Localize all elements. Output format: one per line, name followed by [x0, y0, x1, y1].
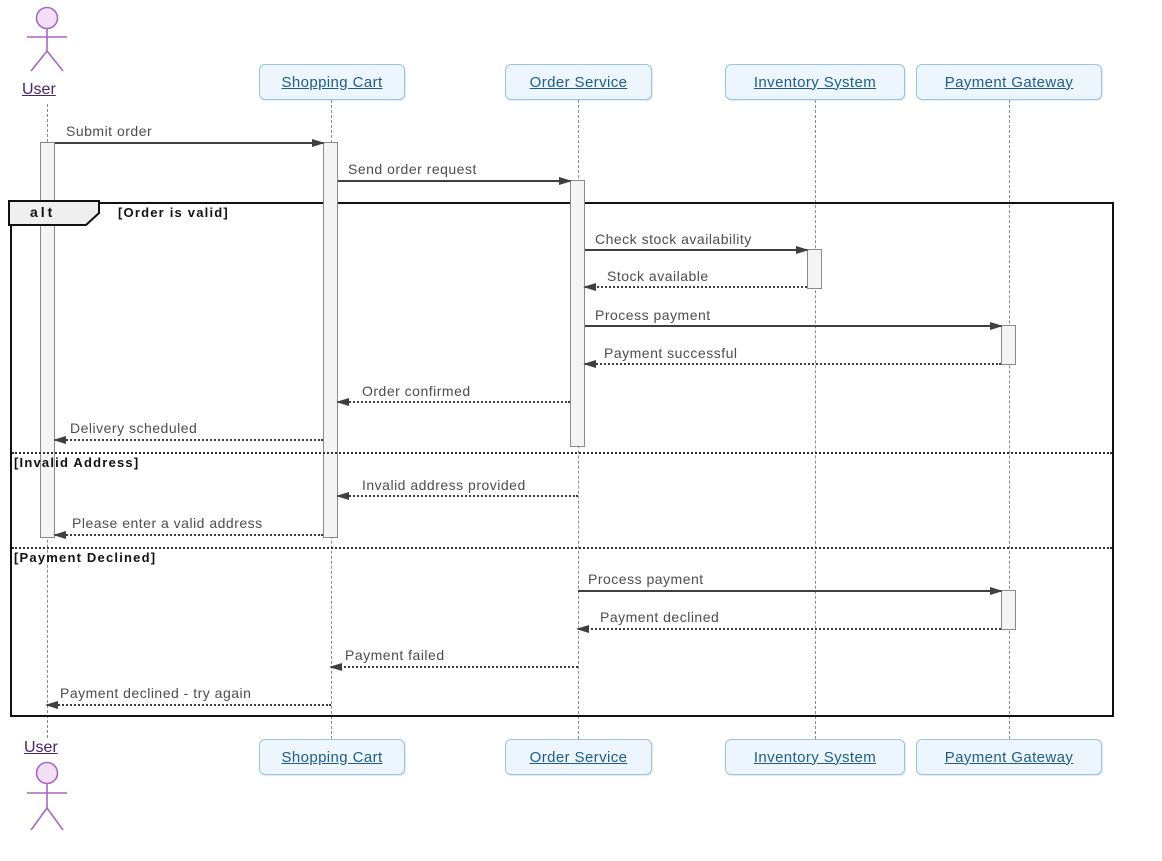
participant-label: Order Service [529, 748, 628, 766]
message-label: Please enter a valid address [72, 515, 263, 531]
arrowhead-icon [796, 246, 809, 254]
divider-line-payment-declined [12, 547, 1112, 549]
arrowhead-icon [576, 625, 589, 633]
arrowhead-icon [45, 701, 58, 709]
participant-label: Shopping Cart [281, 748, 383, 766]
arrowhead-icon [990, 322, 1003, 330]
participant-box-payment-gateway-bottom: Payment Gateway [916, 739, 1102, 775]
message-arrow [576, 625, 1001, 633]
participant-label: Shopping Cart [281, 73, 383, 91]
actor-label-bottom: User [24, 739, 58, 756]
message-label: Order confirmed [362, 383, 471, 399]
guard-label-invalid-address: [Invalid Address] [14, 455, 140, 470]
message-arrow [53, 436, 323, 444]
message-arrow [585, 322, 1003, 330]
message-label: Payment successful [604, 345, 738, 361]
message-label: Process payment [588, 571, 704, 587]
actor-label-top: User [22, 81, 56, 98]
participant-box-order-service-bottom: Order Service [505, 739, 652, 775]
arrowhead-icon [336, 398, 349, 406]
guard-label-order-valid: [Order is valid] [118, 205, 229, 220]
message-arrow [578, 587, 1003, 595]
message-arrow [55, 139, 325, 147]
message-label: Send order request [348, 161, 477, 177]
message-arrow [53, 531, 323, 539]
activation-bar-inventory-system [807, 249, 822, 289]
actor-figure-icon [27, 761, 67, 831]
message-label: Payment failed [345, 647, 445, 663]
message-label: Payment declined [600, 609, 720, 625]
participant-box-shopping-cart-top: Shopping Cart [259, 64, 405, 100]
activation-bar-shopping-cart [323, 142, 338, 538]
arrowhead-icon [583, 283, 596, 291]
participant-label: Inventory System [753, 73, 877, 91]
arrowhead-icon [336, 492, 349, 500]
participant-label: Inventory System [753, 748, 877, 766]
arrowhead-icon [990, 587, 1003, 595]
participant-box-inventory-system-bottom: Inventory System [725, 739, 905, 775]
lifeline-inventory-system [815, 100, 816, 739]
message-arrow [585, 246, 809, 254]
participant-box-payment-gateway-top: Payment Gateway [916, 64, 1102, 100]
arrowhead-icon [559, 177, 572, 185]
arrowhead-icon [583, 360, 596, 368]
message-arrow [45, 701, 331, 709]
arrowhead-icon [53, 531, 66, 539]
activation-bar-payment-gateway-1 [1001, 325, 1016, 365]
message-arrow [338, 177, 572, 185]
message-label: Delivery scheduled [70, 420, 198, 436]
alt-fragment-frame [10, 202, 1114, 717]
message-label: Payment declined - try again [60, 685, 252, 701]
message-label: Submit order [66, 123, 153, 139]
guard-label-payment-declined: [Payment Declined] [14, 550, 157, 565]
message-label: Stock available [607, 268, 709, 284]
message-arrow [583, 283, 807, 291]
divider-line-invalid-address [12, 452, 1112, 454]
participant-box-inventory-system-top: Inventory System [725, 64, 905, 100]
message-arrow [336, 492, 578, 500]
message-arrow [336, 398, 570, 406]
activation-bar-user [40, 142, 55, 538]
participant-label: Order Service [529, 73, 628, 91]
alt-operator-label: alt [30, 204, 56, 220]
alt-operator-pentagon [8, 200, 100, 226]
participant-label: Payment Gateway [944, 73, 1074, 91]
message-label: Check stock availability [595, 231, 752, 247]
participant-label: Payment Gateway [944, 748, 1074, 766]
arrowhead-icon [53, 436, 66, 444]
arrowhead-icon [329, 663, 342, 671]
lifeline-payment-gateway [1009, 100, 1010, 739]
actor-figure-icon [27, 6, 67, 72]
message-label: Invalid address provided [362, 477, 526, 493]
message-arrow [583, 360, 1001, 368]
activation-bar-order-service [570, 180, 585, 447]
participant-box-order-service-top: Order Service [505, 64, 652, 100]
participant-box-shopping-cart-bottom: Shopping Cart [259, 739, 405, 775]
message-arrow [329, 663, 578, 671]
arrowhead-icon [312, 139, 325, 147]
activation-bar-payment-gateway-2 [1001, 590, 1016, 630]
message-label: Process payment [595, 307, 711, 323]
